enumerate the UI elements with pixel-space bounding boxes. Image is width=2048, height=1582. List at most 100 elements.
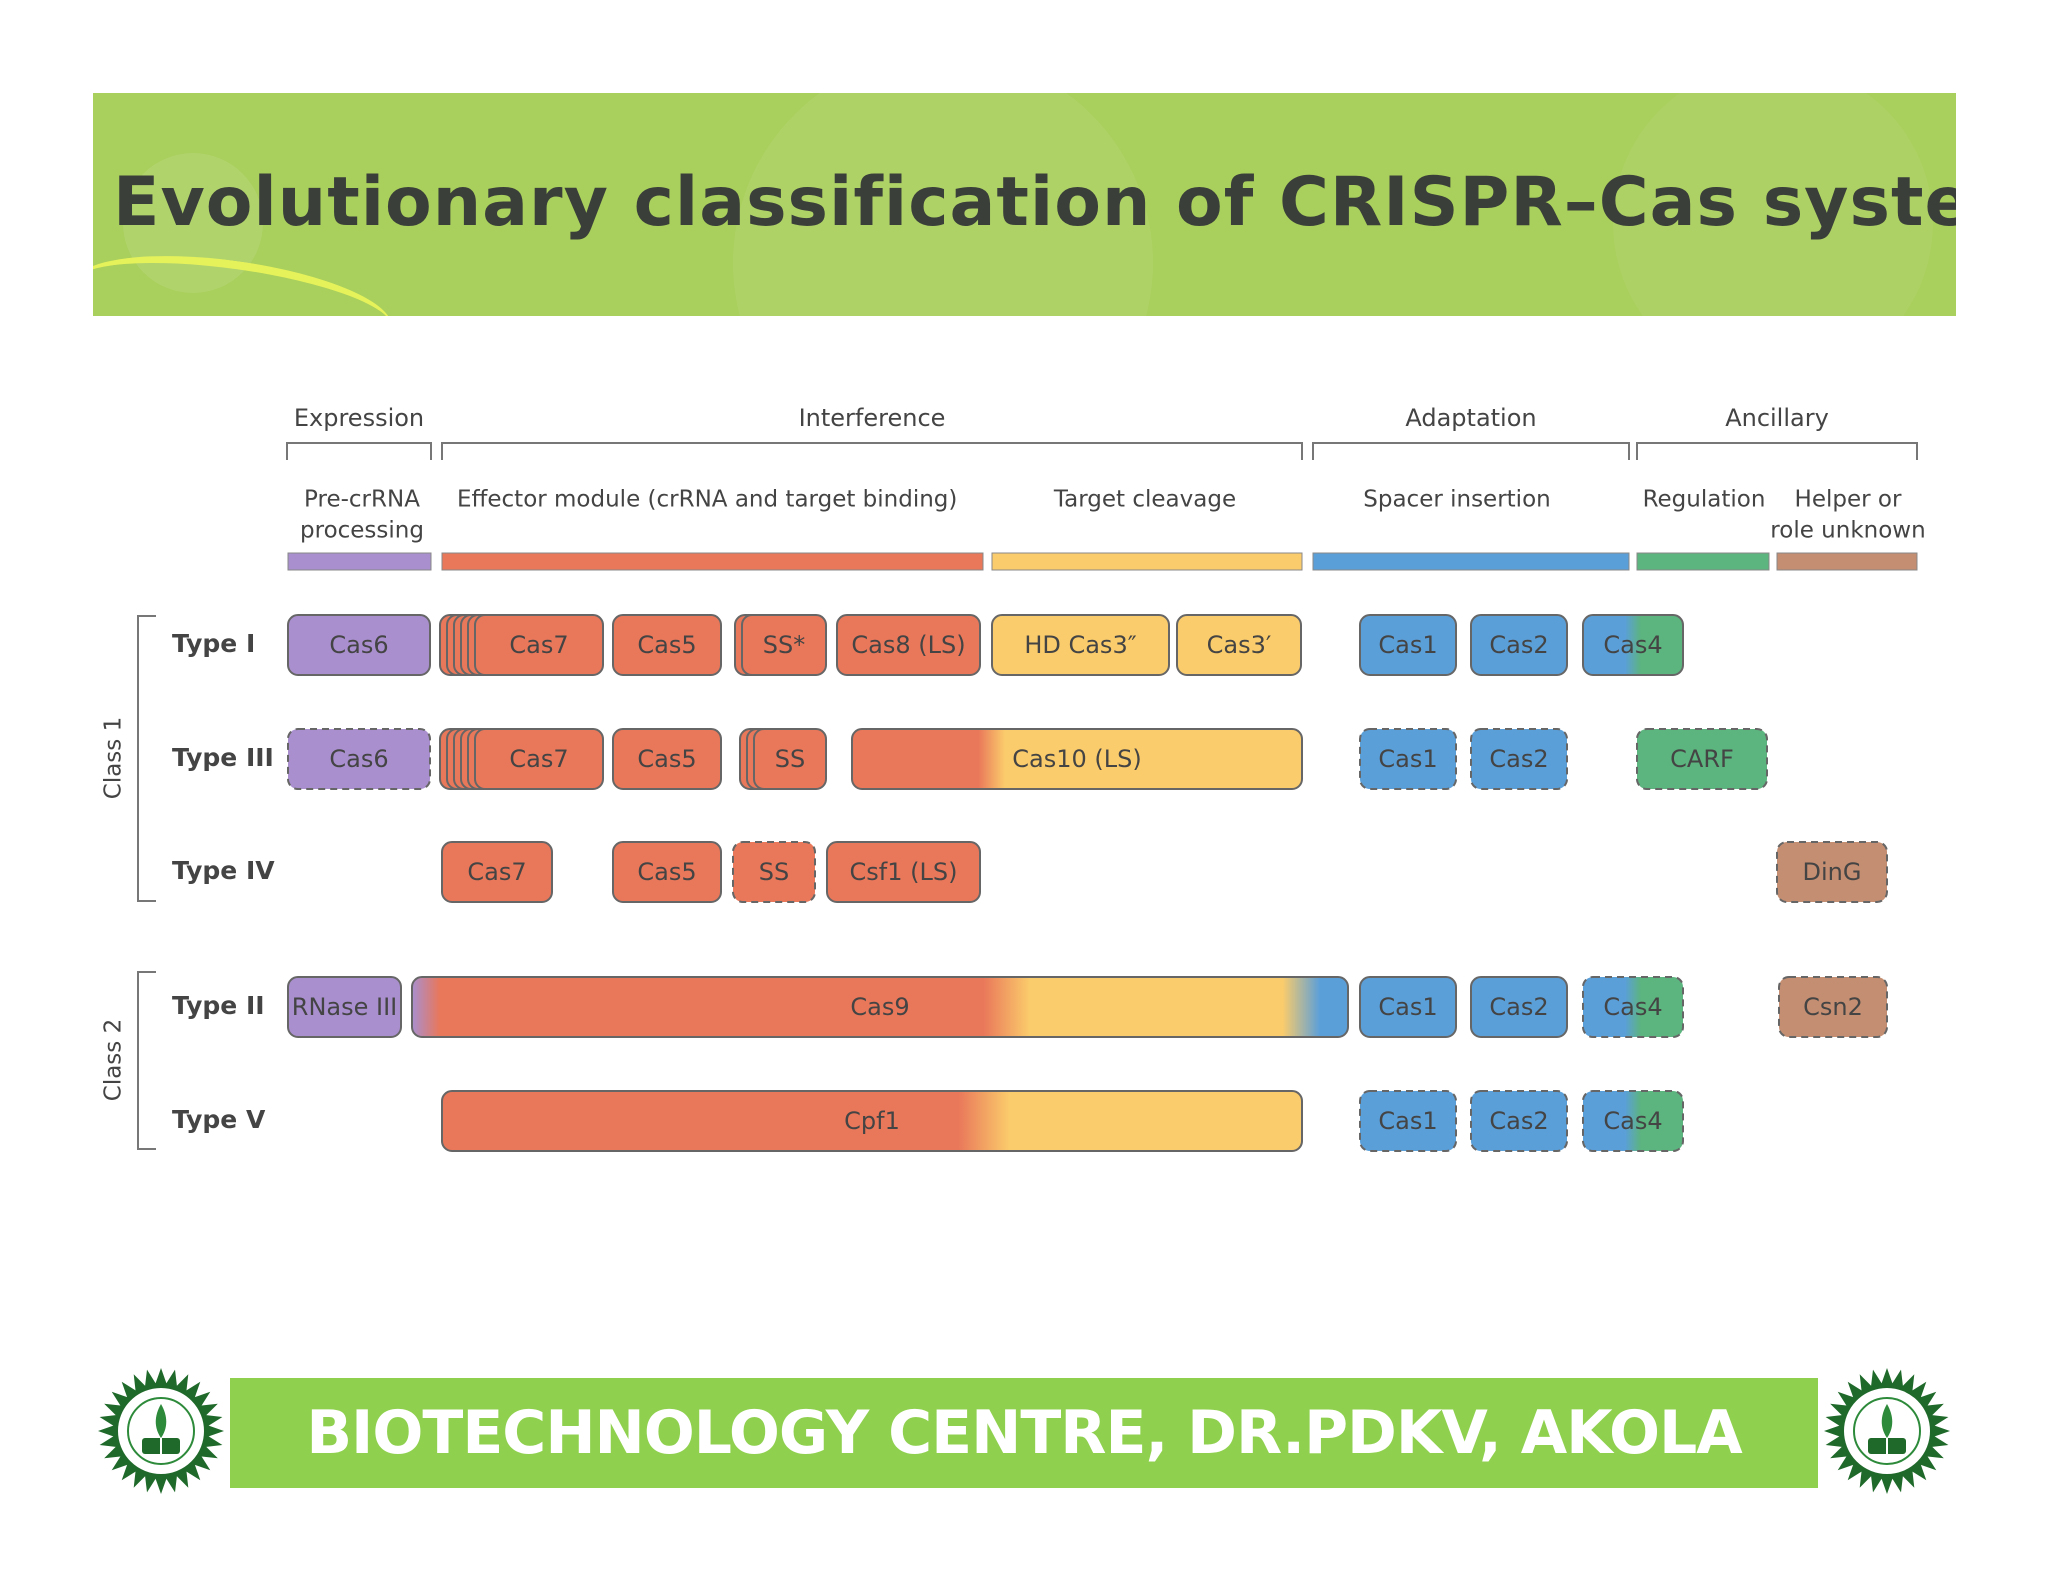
ding-box: DinG [1776,841,1888,903]
component-label: DinG [1803,858,1862,886]
banner-decoration [123,153,263,293]
csf1-box: Csf1 (LS) [826,841,981,903]
cas3-box: Cas3′ [1176,614,1302,676]
footer-text: BIOTECHNOLOGY CENTRE, DR.PDKV, AKOLA [306,1398,1742,1468]
type-label: Type II [172,991,265,1020]
cas1-box: Cas1 [1359,728,1457,790]
component-label: Cas9 [850,993,909,1021]
slide-title: Evolutionary classification of CRISPR–Ca… [113,163,1956,242]
cas2-box: Cas2 [1470,614,1568,676]
cas2-box: Cas2 [1470,1090,1568,1152]
module-color-bar [1636,552,1770,571]
ss-box: SS [753,728,827,790]
class-bracket [137,615,156,902]
component-label: HD Cas3″ [1024,631,1136,659]
csn2-box: Csn2 [1778,976,1888,1038]
component-label: Cas1 [1378,745,1437,773]
component-label: CARF [1670,745,1734,773]
cas1-box: Cas1 [1359,976,1457,1038]
stage-bracket [1636,442,1918,460]
stage-header: Ancillary [1725,404,1829,432]
module-color-bar [991,552,1303,571]
component-label: Cas8 (LS) [851,631,965,659]
component-label: RNase III [292,993,397,1021]
type-label: Type IV [172,856,275,885]
class-label: Class 2 [101,1019,127,1101]
module-label-line: processing [300,518,424,544]
component-label: Cas4 [1603,1107,1662,1135]
university-emblem-icon [98,1368,224,1494]
component-label: Cas7 [509,631,568,659]
footer-band: BIOTECHNOLOGY CENTRE, DR.PDKV, AKOLA [230,1378,1818,1488]
stage-header: Expression [294,404,424,432]
ss-box: SS* [741,614,827,676]
component-label: Cpf1 [844,1107,900,1135]
type-label: Type I [172,629,255,658]
cas7-box: Cas7 [474,728,604,790]
stage-bracket [286,442,432,460]
module-label-line: role unknown [1770,518,1925,544]
cas8-box: Cas8 (LS) [836,614,981,676]
component-label: Cas3′ [1207,631,1272,659]
type-label: Type III [172,743,274,772]
title-banner: Evolutionary classification of CRISPR–Ca… [93,93,1956,316]
emblem-leaf [1881,1404,1893,1438]
university-emblem-icon [1824,1368,1950,1494]
module-label-line: Pre-crRNA [304,487,420,513]
component-label: SS [759,858,789,886]
cas2-box: Cas2 [1470,728,1568,790]
component-label: Cas5 [637,858,696,886]
cas7-box: Cas7 [441,841,553,903]
component-label: Cas1 [1378,993,1437,1021]
cas2-box: Cas2 [1470,976,1568,1038]
cas1-box: Cas1 [1359,614,1457,676]
cas6-box: Cas6 [287,728,431,790]
component-label: Cas2 [1489,745,1548,773]
component-label: SS* [763,631,805,659]
component-label: Cas2 [1489,1107,1548,1135]
component-label: Cas6 [329,745,388,773]
banner-decoration [733,93,1153,316]
cas9-box: Cas9 [411,976,1349,1038]
component-label: Cas4 [1603,993,1662,1021]
component-label: Csn2 [1803,993,1863,1021]
component-label: SS [775,745,805,773]
cas5-box: Cas5 [612,614,722,676]
component-label: Cas7 [509,745,568,773]
cas4-box: Cas4 [1582,976,1684,1038]
class-label: Class 1 [101,717,127,799]
cas5-box: Cas5 [612,841,722,903]
component-label: Cas7 [467,858,526,886]
type-label: Type V [172,1105,266,1134]
stage-bracket [441,442,1303,460]
cas1-box: Cas1 [1359,1090,1457,1152]
component-label: Cas1 [1378,1107,1437,1135]
stage-header: Adaptation [1405,404,1536,432]
module-color-bar [441,552,984,571]
cas10-box: Cas10 (LS) [851,728,1303,790]
component-label: Cas2 [1489,993,1548,1021]
cas4-box: Cas4 [1582,614,1684,676]
module-label: Target cleavage [1053,487,1236,513]
cas7-box: Cas7 [474,614,604,676]
module-label: Spacer insertion [1363,487,1550,513]
stage-header: Interference [799,404,946,432]
module-color-bar [1776,552,1918,571]
ss-box: SS [732,841,816,903]
component-label: Cas1 [1378,631,1437,659]
module-color-bar [1312,552,1630,571]
component-label: Cas4 [1603,631,1662,659]
component-label: Cas5 [637,631,696,659]
hd-cas3-box: HD Cas3″ [991,614,1170,676]
cas6-box: Cas6 [287,614,431,676]
module-label: Effector module (crRNA and target bindin… [457,487,957,513]
component-label: Cas10 (LS) [1012,745,1141,773]
module-label: Regulation [1643,487,1766,513]
class-bracket [137,971,156,1150]
carf-box: CARF [1636,728,1768,790]
component-label: Csf1 (LS) [850,858,958,886]
cas4-box: Cas4 [1582,1090,1684,1152]
module-label-line: Helper or [1795,487,1902,513]
emblem-leaf [155,1404,167,1438]
